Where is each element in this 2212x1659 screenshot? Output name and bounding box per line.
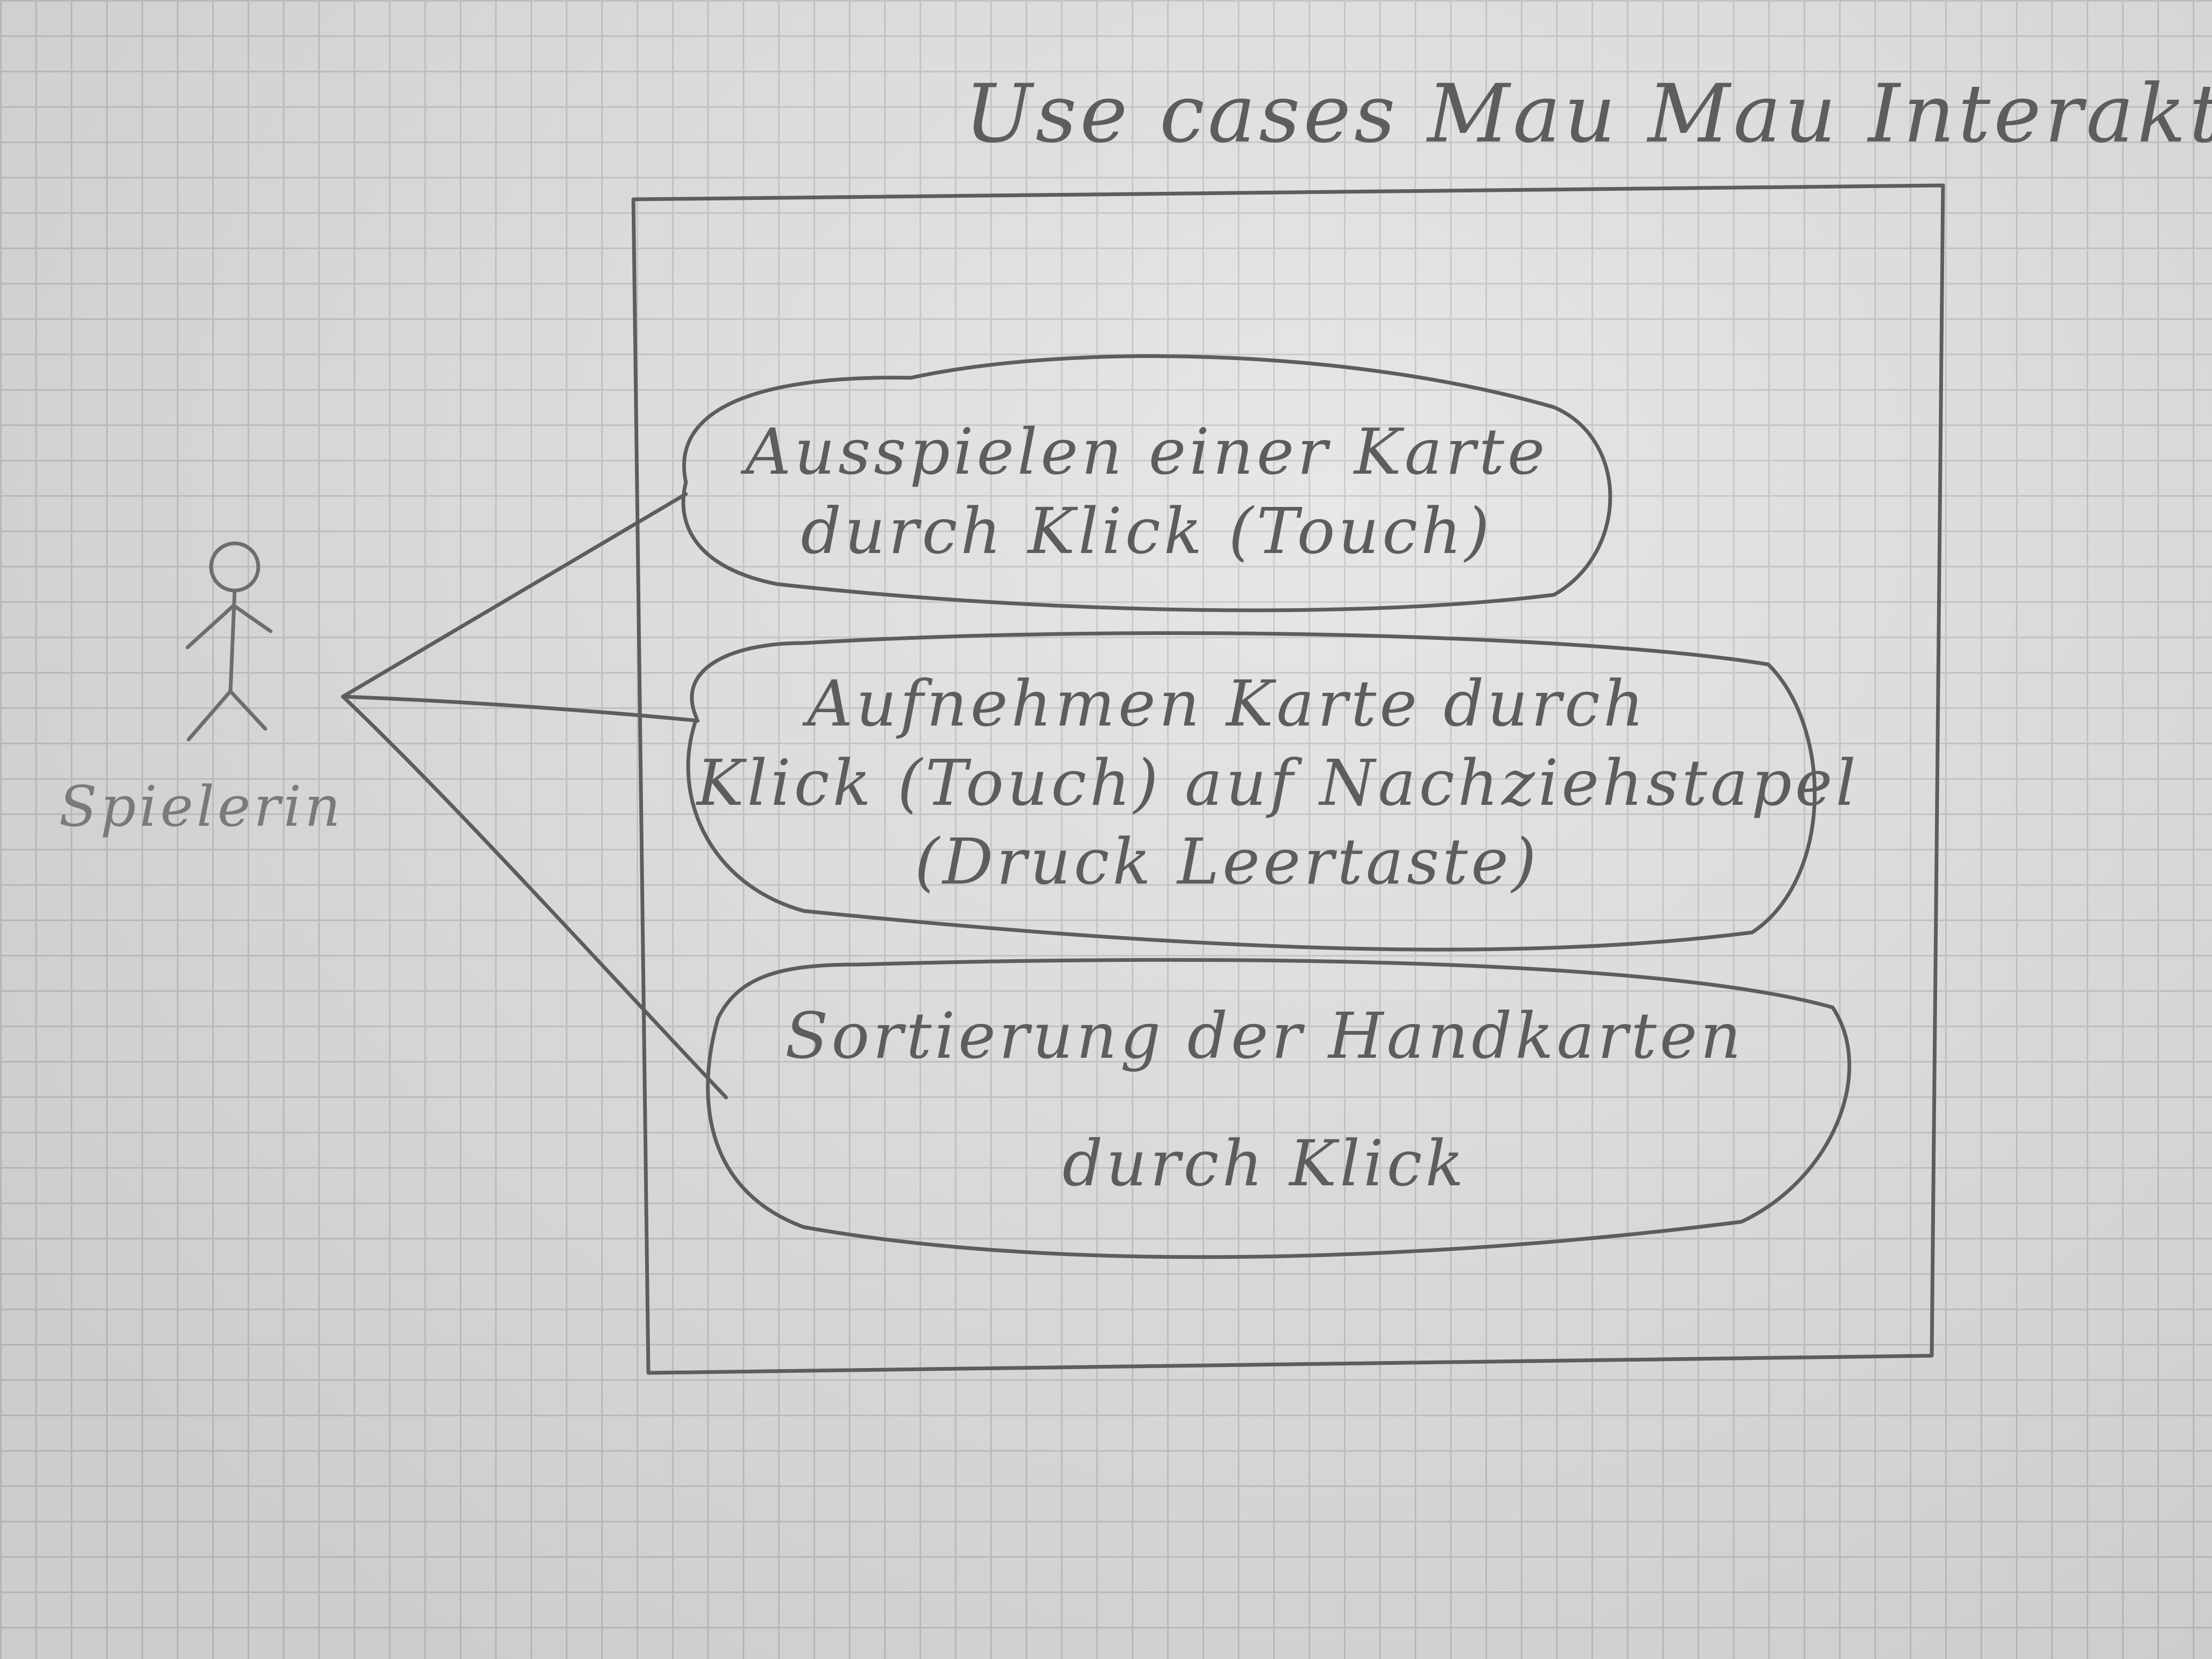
use-case-3-line-1: Sortierung der Handkarten: [784, 999, 1745, 1073]
use-case-3-line-2: durch Klick: [1062, 1126, 1467, 1200]
use-case-2-line-3: (Druck Leertaste): [914, 825, 1540, 899]
system-boundary: [631, 183, 1945, 1375]
use-case-2-line-2: Klick (Touch) auf Nachziehstapel: [697, 745, 1859, 820]
use-case-2-line-1: Aufnehmen Karte durch: [807, 667, 1647, 741]
diagram-title: Use cases Mau Mau Interaktiv: [965, 68, 2212, 161]
use-case-ellipse-1: [681, 354, 1612, 612]
actor-label: Spielerin: [59, 774, 344, 839]
association-line-2: [341, 694, 700, 723]
use-case-ellipse-2: [686, 631, 1817, 952]
use-case-1-text: Ausspielen einer Karte durch Klick (Touc…: [697, 413, 1597, 571]
association-line-3: [341, 694, 728, 1100]
use-case-ellipse-3: [706, 958, 1851, 1259]
use-case-3-text: Sortierung der Handkarten durch Klick: [729, 997, 1800, 1203]
association-line-1: [341, 492, 688, 699]
stick-figure-icon: [185, 541, 273, 742]
use-case-2-text: Aufnehmen Karte durch Klick (Touch) auf …: [697, 664, 1859, 902]
use-case-1-line-2: durch Klick (Touch): [801, 494, 1493, 568]
use-case-1-line-1: Ausspielen einer Karte: [745, 415, 1548, 489]
